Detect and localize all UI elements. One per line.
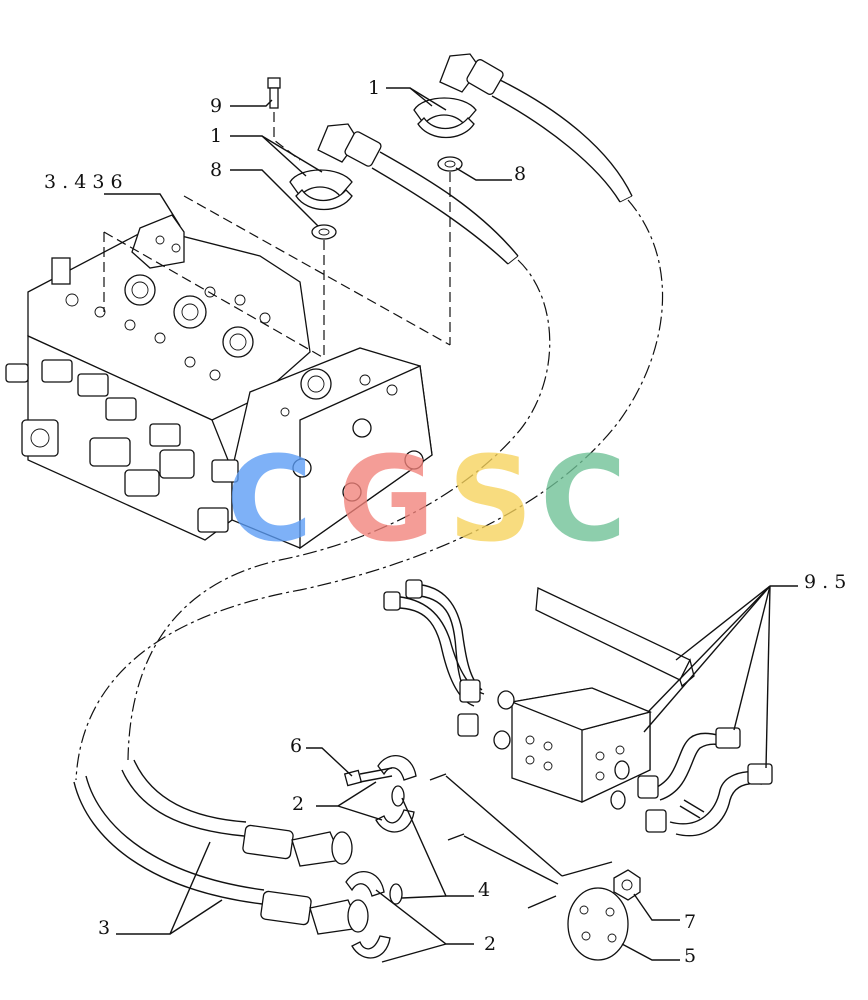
washer-8-right	[437, 156, 463, 172]
valve-bolt-heads	[124, 274, 332, 400]
ref-bracket-9-5: 9 . 5	[804, 571, 846, 593]
callout-6: 6	[290, 735, 302, 757]
callout-9: 9	[210, 95, 222, 117]
callout-2-upper: 2	[292, 793, 304, 815]
callout-1-right: 1	[368, 77, 380, 99]
callout-4: 4	[478, 879, 490, 901]
clamp-2-lower	[345, 871, 391, 959]
bolt-6	[343, 767, 393, 787]
leader-lines	[104, 87, 798, 963]
o-ring-4-upper	[391, 785, 405, 807]
watermark-letter-g: G	[338, 430, 435, 568]
ref-valve-3-436: 3 . 4 3 6	[44, 171, 123, 193]
hose-route-outer	[75, 199, 664, 781]
watermark-letter-c2: C	[540, 430, 627, 568]
valve-block-9-5	[509, 687, 653, 804]
watermark-letter-s: S	[448, 430, 533, 568]
washer-8-left	[311, 224, 337, 240]
tube-pipes-left	[383, 579, 515, 750]
watermark-letter-c1: C	[226, 430, 313, 568]
o-ring-4-lower	[389, 883, 403, 905]
hose-route-inner	[127, 259, 551, 761]
callout-8-left: 8	[210, 159, 222, 181]
callout-1-left: 1	[210, 125, 222, 147]
upper-hose-right	[439, 53, 633, 203]
callout-2-lower: 2	[484, 933, 496, 955]
lower-hose-lower	[73, 775, 369, 935]
clamp-1-left	[289, 169, 353, 210]
valve-ports	[65, 235, 398, 417]
upper-hose-left	[317, 123, 519, 265]
mounting-bracket	[535, 587, 695, 688]
clamp-1-right	[413, 97, 477, 138]
bolt-9	[267, 77, 281, 109]
lower-hose-upper	[121, 759, 353, 867]
callout-3: 3	[98, 917, 110, 939]
valve-side-fittings	[5, 359, 424, 533]
flange-5	[567, 887, 629, 961]
nut-7	[613, 869, 641, 901]
callout-5: 5	[684, 945, 696, 967]
callout-7: 7	[684, 911, 696, 933]
watermark-logo: C G S C	[226, 430, 627, 568]
callout-8-right: 8	[514, 163, 526, 185]
tube-pipes-right	[610, 727, 773, 837]
control-valve-assembly	[5, 214, 433, 550]
